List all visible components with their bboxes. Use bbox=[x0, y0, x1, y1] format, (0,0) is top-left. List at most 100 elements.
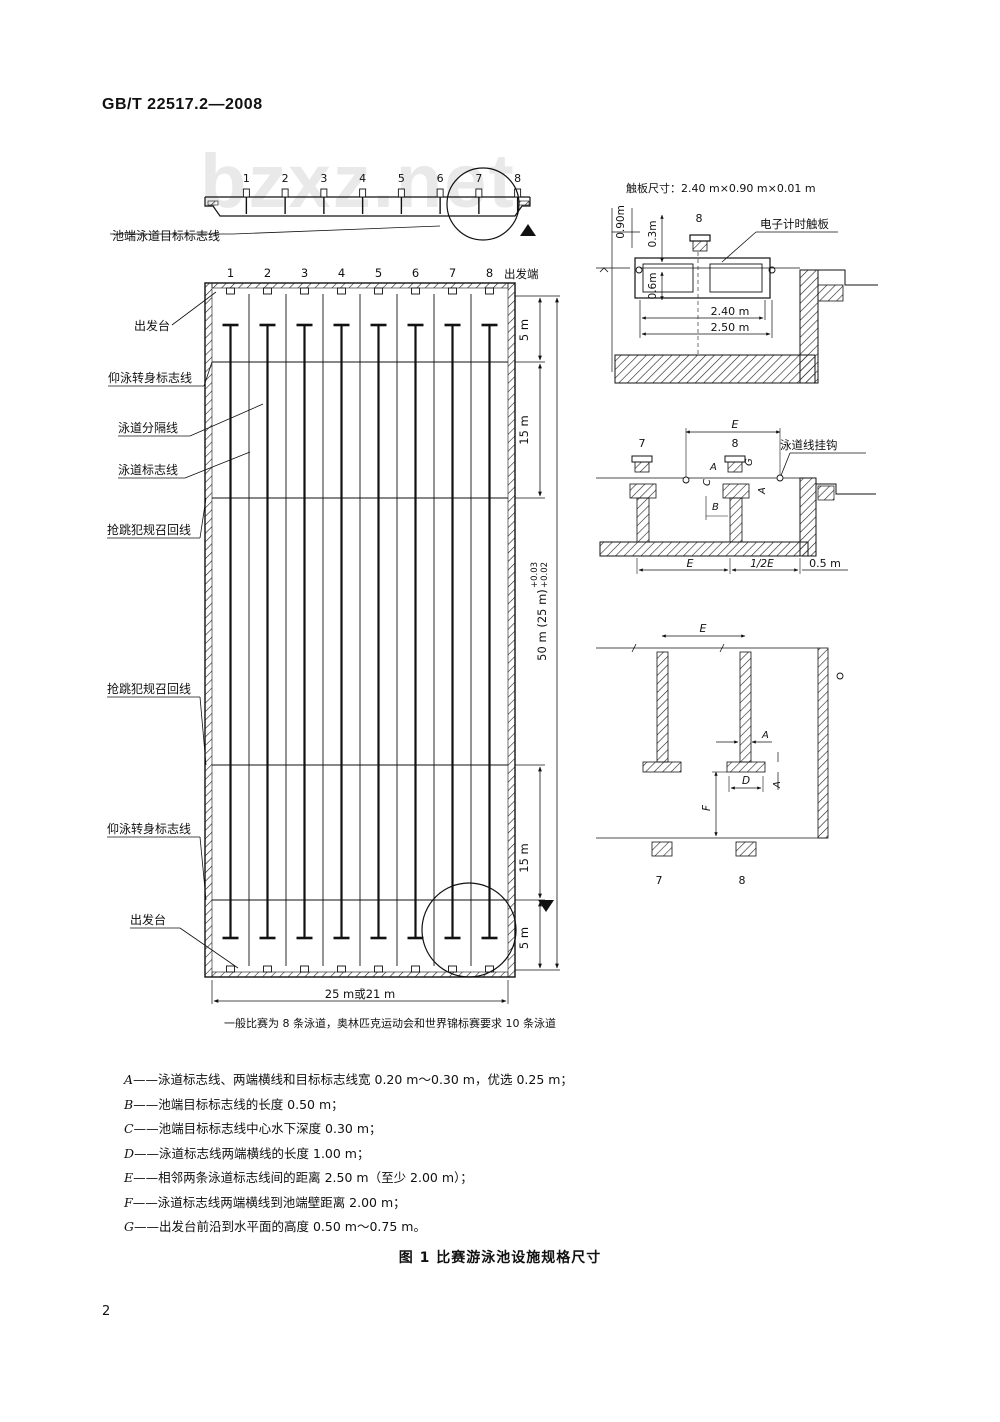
start-block bbox=[337, 965, 346, 973]
legend-text: ——泳道标志线、两端横线和目标标志线宽 0.20 m～0.30 m，优选 0.2… bbox=[133, 1072, 573, 1087]
dim-0-3m: 0.3m bbox=[647, 221, 659, 248]
legend-item: A——泳道标志线、两端横线和目标标志线宽 0.20 m～0.30 m，优选 0.… bbox=[124, 1068, 844, 1093]
cross-section-block bbox=[242, 188, 250, 198]
legend-key: G bbox=[124, 1219, 134, 1234]
wall-dim-0-5m: 0.5 m bbox=[809, 557, 841, 570]
top-lane-number: 2 bbox=[282, 172, 289, 185]
touchpad-lane-label: 8 bbox=[696, 212, 703, 225]
start-block bbox=[448, 965, 457, 973]
start-block bbox=[411, 287, 420, 295]
bottom-lane-8: 8 bbox=[739, 874, 746, 887]
legend-key: C bbox=[124, 1121, 134, 1136]
start-block bbox=[411, 965, 420, 973]
legend-item: G——出发台前沿到水平面的高度 0.50 m～0.75 m。 bbox=[124, 1215, 844, 1240]
legend-item: E——相邻两条泳道标志线间的距离 2.50 m（至少 2.00 m）； bbox=[124, 1166, 844, 1191]
touchpad-size-label: 触板尺寸：2.40 m×0.90 m×0.01 m bbox=[626, 181, 816, 195]
wall-letter-A: A bbox=[709, 462, 717, 473]
figure-caption: 图 1 比赛游泳池设施规格尺寸 bbox=[398, 1250, 602, 1266]
legend-item: C——池端目标标志线中心水下深度 0.30 m； bbox=[124, 1117, 844, 1142]
dim-15m-bottom: 15 m bbox=[517, 843, 531, 873]
touchpad-detail: 触板尺寸：2.40 m×0.90 m×0.01 m 8 电子计时触板 0.90m… bbox=[596, 181, 878, 384]
cross-section-block bbox=[281, 188, 289, 198]
bottom-letter-A-top: A bbox=[761, 730, 769, 741]
start-blocks-top bbox=[226, 287, 494, 295]
top-lane-number: 8 bbox=[514, 172, 521, 185]
start-block bbox=[374, 287, 383, 295]
bottom-letter-D: D bbox=[742, 775, 750, 787]
plan-dimensions: 5 m 15 m 50 m (25 m) +0.03 +0.02 15 m 5 … bbox=[211, 295, 560, 1030]
dim-15m-top: 15 m bbox=[517, 415, 531, 445]
start-block-bottom-label: 出发台 bbox=[130, 912, 166, 927]
legend-text: ——相邻两条泳道标志线间的距离 2.50 m（至少 2.00 m）； bbox=[133, 1170, 473, 1185]
wall-letter-A-right: A bbox=[757, 487, 768, 495]
start-blocks-bottom bbox=[226, 965, 494, 973]
dim-2-40m: 2.40 m bbox=[711, 305, 750, 318]
wall-letter-G: G bbox=[744, 458, 755, 466]
dim-5m-bottom: 5 m bbox=[517, 927, 531, 949]
start-end-label: 出发端 bbox=[504, 267, 539, 281]
standard-id: GB/T 22517.2—2008 bbox=[102, 96, 263, 113]
legend-list: A——泳道标志线、两端横线和目标标志线宽 0.20 m～0.30 m，优选 0.… bbox=[124, 1068, 844, 1240]
start-block bbox=[226, 965, 235, 973]
dim-2-50m: 2.50 m bbox=[711, 321, 750, 334]
plan-lane-number: 3 bbox=[301, 266, 308, 280]
wall-letter-E-top: E bbox=[732, 418, 739, 431]
touchpad-pad-label: 电子计时触板 bbox=[760, 217, 829, 231]
top-lane-number: 7 bbox=[475, 172, 482, 185]
cross-section-block bbox=[475, 188, 483, 198]
cross-section-lane-posts bbox=[242, 188, 522, 214]
false-start-bottom-label: 抢跳犯规召回线 bbox=[107, 681, 191, 696]
top-lane-number: 3 bbox=[320, 172, 327, 185]
dim-length: 50 m (25 m) bbox=[535, 589, 549, 661]
plan-lane-number: 1 bbox=[227, 266, 234, 280]
legend-key: D bbox=[124, 1145, 135, 1161]
bottom-lane-7: 7 bbox=[656, 874, 663, 887]
start-block bbox=[485, 287, 494, 295]
lane-marking-label: 泳道标志线 bbox=[118, 463, 178, 477]
dim-0-90m: 0.90m bbox=[615, 205, 627, 239]
dim-5m-top: 5 m bbox=[517, 319, 531, 341]
legend-item: D——泳道标志线两端横线的长度 1.00 m； bbox=[124, 1142, 844, 1167]
dim-tolerance-upper: +0.03 bbox=[530, 562, 540, 588]
wall-section: 7 8 泳道线挂钩 E A C B A G bbox=[596, 418, 876, 574]
lane-hook-label: 泳道线挂钩 bbox=[780, 438, 838, 452]
top-lane-number: 6 bbox=[437, 172, 444, 185]
cross-section-block bbox=[397, 188, 405, 198]
legend-text: ——池端目标标志线中心水下深度 0.30 m； bbox=[133, 1121, 382, 1136]
wall-letter-B: B bbox=[712, 502, 719, 513]
wall-letter-E-bottom: E bbox=[687, 557, 694, 570]
start-block bbox=[263, 965, 272, 973]
dim-width: 25 m或21 m bbox=[325, 987, 395, 1001]
top-lane-number: 4 bbox=[359, 172, 366, 185]
start-block bbox=[337, 287, 346, 295]
cross-section-block bbox=[320, 188, 328, 198]
lane-dividers bbox=[248, 294, 472, 966]
top-lane-number: 5 bbox=[398, 172, 405, 185]
start-block bbox=[226, 287, 235, 295]
plan-lane-number: 5 bbox=[375, 266, 382, 280]
lane-markings bbox=[222, 323, 498, 940]
page-number: 2 bbox=[102, 1304, 111, 1319]
watermark: bzxz.net bbox=[200, 139, 516, 224]
plan-lane-number: 2 bbox=[264, 266, 271, 280]
false-start-top-label: 抢跳犯规召回线 bbox=[107, 522, 191, 537]
start-block bbox=[263, 287, 272, 295]
plan-lane-number: 8 bbox=[486, 266, 493, 280]
bottom-letter-F: F bbox=[701, 804, 713, 811]
cross-section-block bbox=[436, 188, 444, 198]
pool-cross-section-top: 池端泳道目标标志线 bbox=[110, 167, 536, 243]
wall-lane-7: 7 bbox=[639, 437, 646, 450]
dim-0-6m: 0.6m bbox=[647, 273, 659, 300]
legend-key: A bbox=[124, 1072, 134, 1087]
wall-letter-half-E: 1/2E bbox=[750, 558, 774, 570]
plan-lane-number: 6 bbox=[412, 266, 419, 280]
legend-text: ——泳道标志线两端横线到池端壁距离 2.00 m； bbox=[132, 1194, 406, 1210]
legend-text: ——泳道标志线两端横线的长度 1.00 m； bbox=[134, 1145, 370, 1161]
wall-lane-8: 8 bbox=[732, 437, 739, 450]
legend-text: ——出发台前沿到水平面的高度 0.50 m～0.75 m。 bbox=[134, 1219, 426, 1234]
start-block bbox=[448, 287, 457, 295]
cross-section-block bbox=[359, 188, 367, 198]
